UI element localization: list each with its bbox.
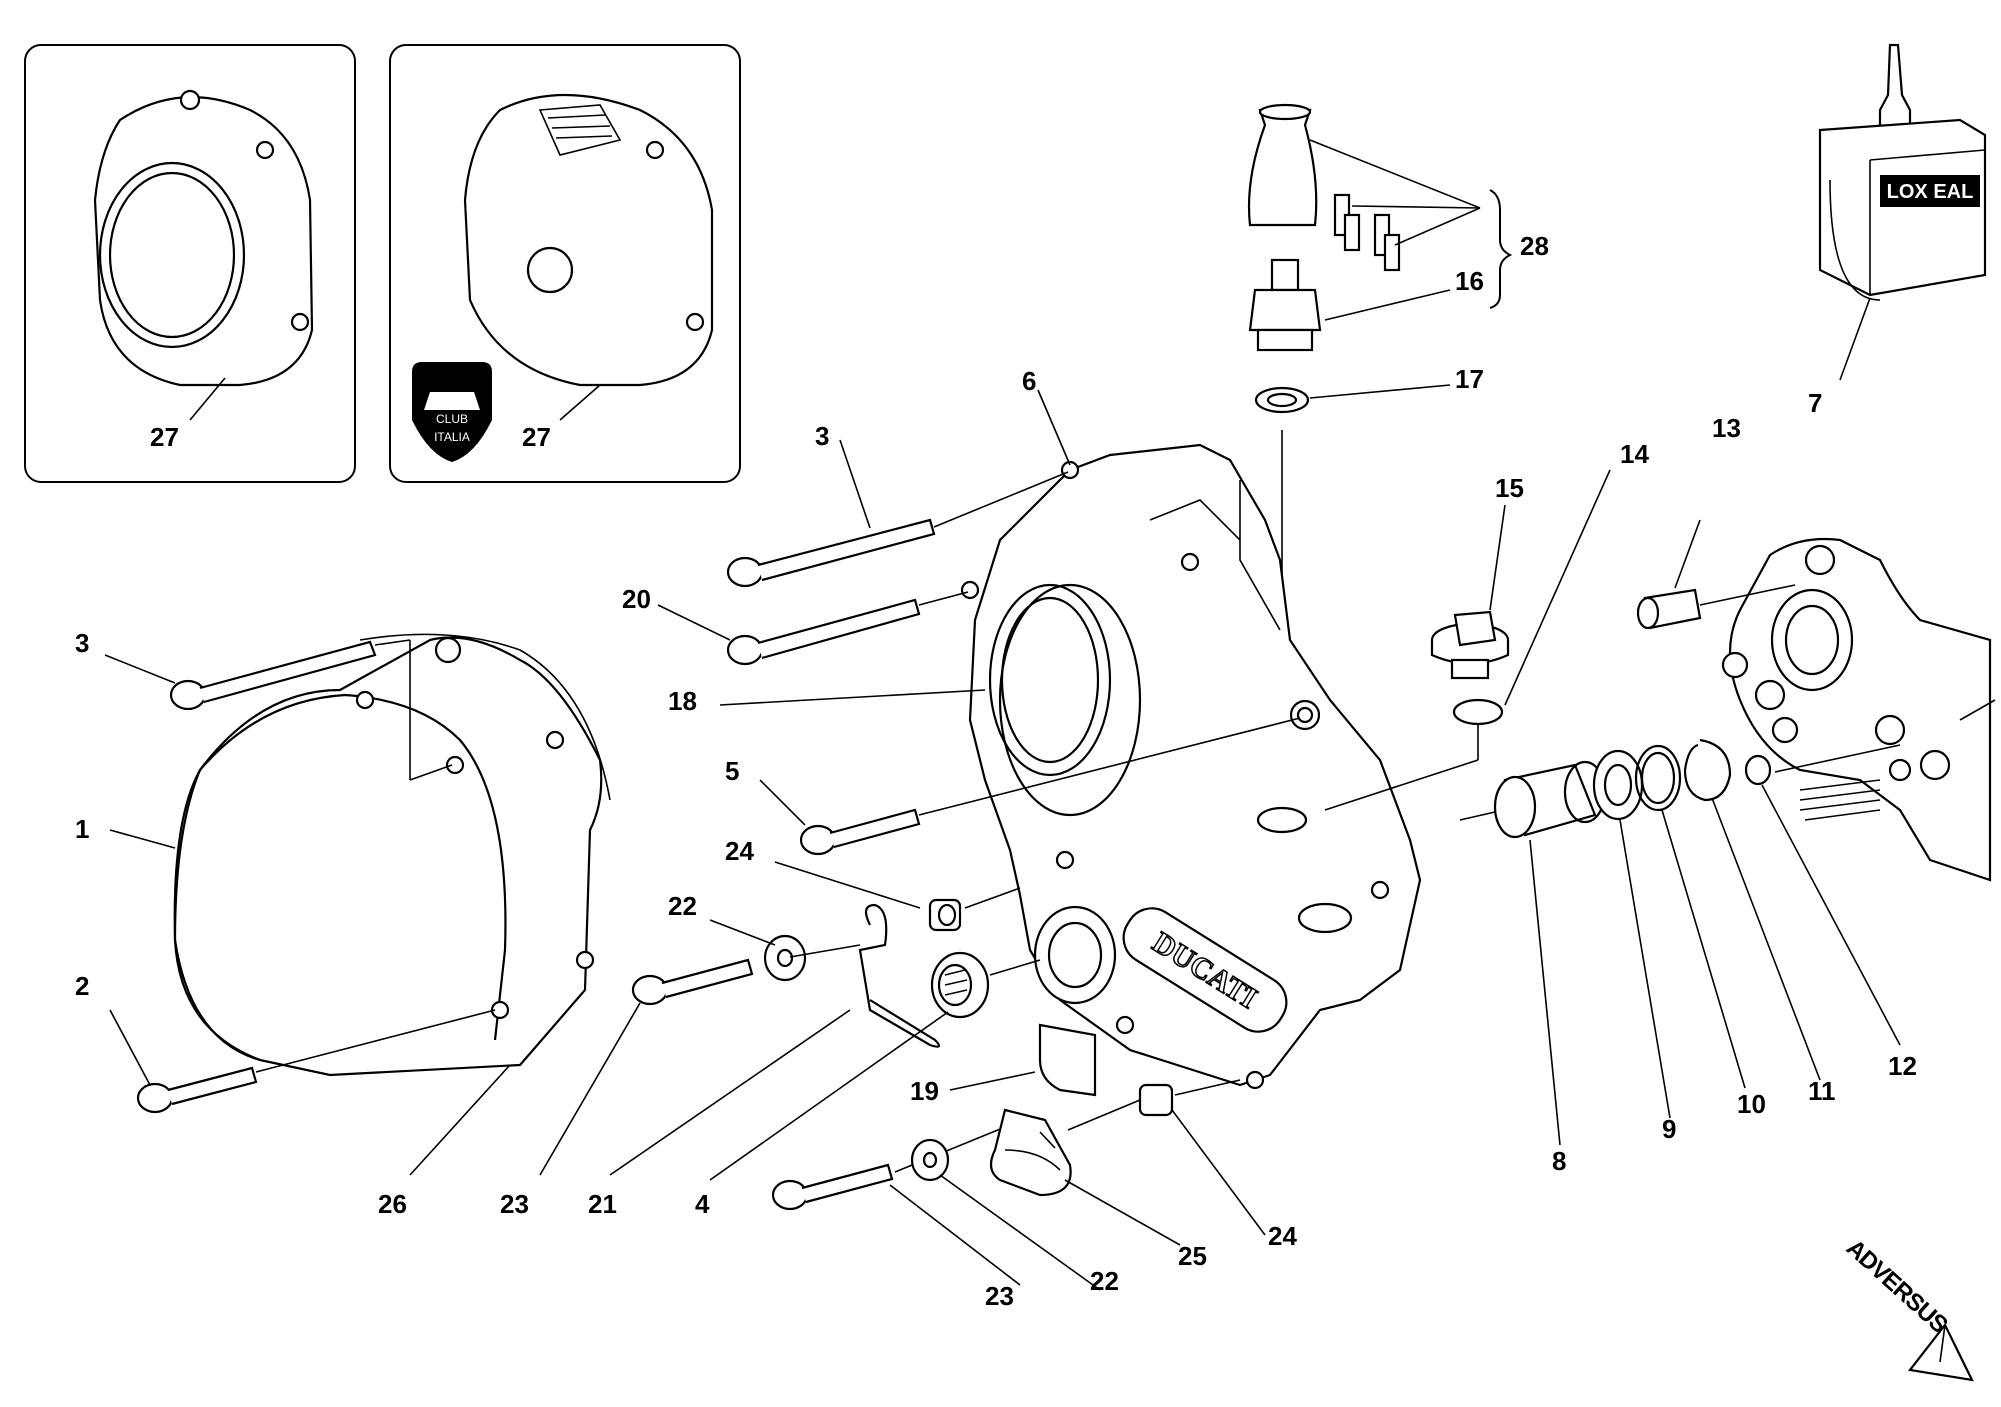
sensor-washer [1254,386,1310,414]
dowel-13 [1636,588,1702,630]
bolt-3-top [726,518,936,588]
callout-19: 19 [910,1076,939,1106]
callout-10: 10 [1737,1089,1766,1119]
loxeal-sealant-tube: LOX EAL [1818,43,1987,301]
callout-24-upper: 24 [725,836,754,866]
callout-2: 2 [75,971,89,1001]
pad-19 [1038,1023,1097,1097]
callout-27-left: 27 [150,422,179,452]
seal-4 [930,951,990,1019]
bracket-25 [989,1108,1072,1197]
temperature-sensor [1248,258,1322,352]
callout-27-right: 27 [522,422,551,452]
callout-15: 15 [1495,473,1524,503]
callout-16: 16 [1455,266,1484,296]
callout-12: 12 [1888,1051,1917,1081]
callout-9: 9 [1662,1114,1676,1144]
engine-case-fragment [1721,537,1996,882]
italia-label: ITALIA [434,430,470,444]
callout-7: 7 [1808,388,1822,418]
bolt-23-left [631,958,754,1006]
adversus-direction-arrow: ADVERSUS [1841,1234,1974,1382]
bolt-20 [726,598,921,666]
callout-28: 28 [1520,231,1549,261]
callout-1: 1 [75,814,89,844]
clutch-cover-closed-drawing [463,93,714,387]
clutch-cover-open-drawing [93,89,314,387]
bolt-23-bottom [771,1163,894,1211]
callout-21: 21 [588,1189,617,1219]
bushing-24-lower [1138,1083,1174,1117]
callout-13: 13 [1712,413,1741,443]
washer-22-lower [910,1138,950,1182]
callout-26: 26 [378,1189,407,1219]
callout-20: 20 [622,584,651,614]
ring-10 [1634,744,1682,812]
circlip-11 [1683,738,1732,802]
o-ring-12 [1744,754,1772,786]
inset-panel-right: CLUB ITALIA 27 [389,44,741,483]
club-label: CLUB [436,412,468,426]
bolt-2 [136,1066,258,1114]
adversus-label: ADVERSUS [1841,1234,1953,1339]
o-ring-14 [1452,698,1504,726]
callout-4: 4 [695,1189,710,1219]
loxeal-label: LOX EAL [1887,181,1974,203]
callout-3-left: 3 [75,628,89,658]
callout-5: 5 [725,756,739,786]
rubber-boot [1247,103,1318,227]
club-italia-logo: CLUB ITALIA [412,362,492,462]
callout-14: 14 [1620,439,1649,469]
bolt-5 [799,808,921,856]
bolt-3-left [169,640,377,711]
callout-23-left: 23 [500,1189,529,1219]
callout-23-bottom: 23 [985,1281,1014,1311]
clutch-housing-cover: DUCATI [960,443,1422,1090]
callout-8: 8 [1552,1146,1566,1176]
callout-17: 17 [1455,364,1484,394]
filler-cap-15 [1430,610,1510,680]
callout-22-lower: 22 [1090,1266,1119,1296]
bearing-9 [1592,749,1644,821]
callout-3-top: 3 [815,421,829,451]
washer-22-upper [763,934,807,982]
callout-6: 6 [1022,366,1036,396]
bushing-24-upper [928,898,962,932]
callout-25: 25 [1178,1241,1207,1271]
inset-panel-left: 27 [24,44,356,483]
wire-clip-21 [858,903,941,1048]
callout-24-lower: 24 [1268,1221,1297,1251]
outer-clutch-cover [173,633,611,1077]
callout-11: 11 [1808,1076,1836,1106]
sleeve-8 [1493,760,1607,839]
terminal-connectors [1333,193,1401,272]
callout-22-upper: 22 [668,891,697,921]
callout-18: 18 [668,686,697,716]
